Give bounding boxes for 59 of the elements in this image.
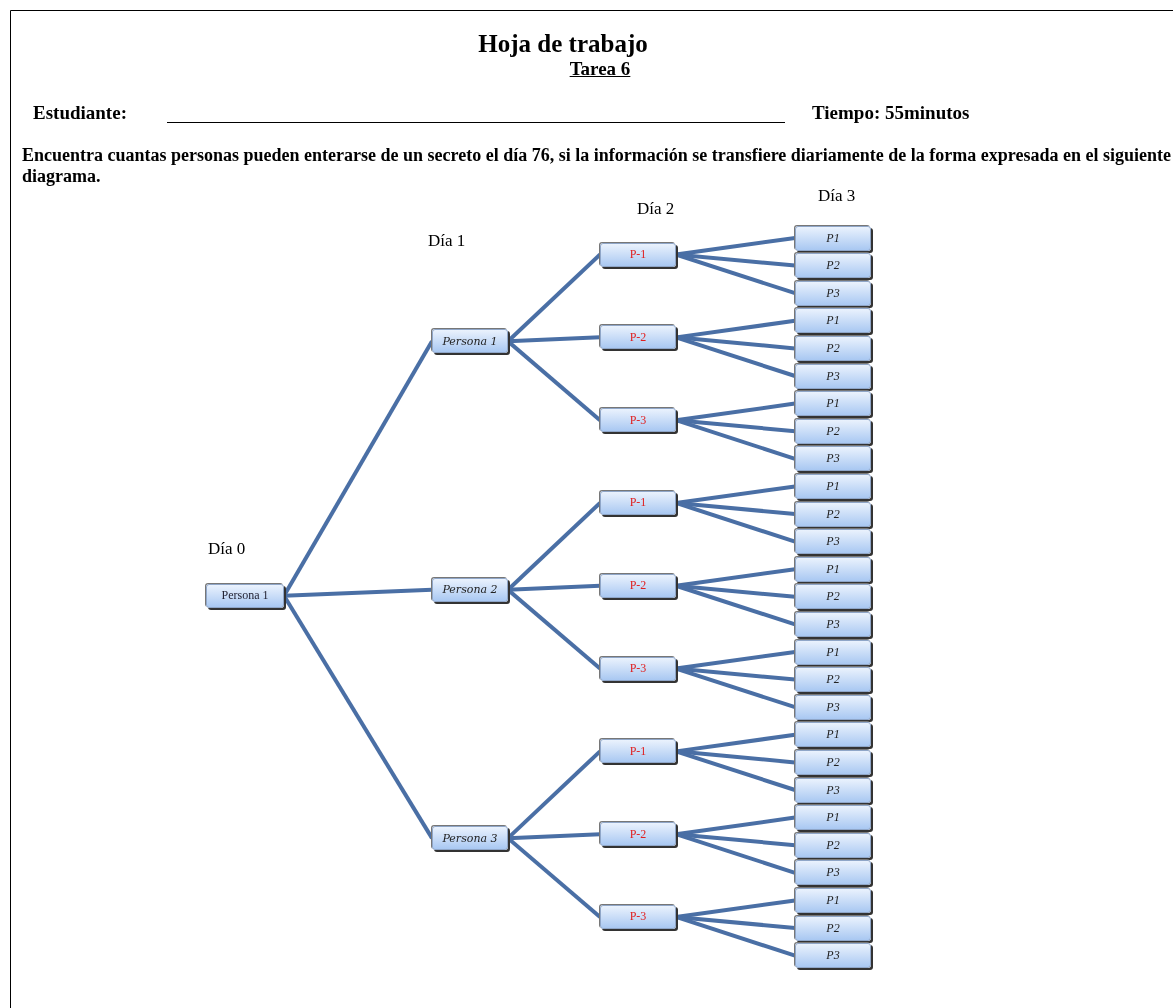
person-box: P1 [795, 805, 871, 831]
column-heading: Día 1 [428, 231, 466, 251]
connector-line [675, 418, 796, 434]
person-box: P1 [795, 887, 871, 913]
person-box: P1 [795, 556, 871, 582]
person-box: P3 [795, 943, 871, 969]
person-box: P2 [795, 501, 871, 527]
connector-line [675, 318, 796, 340]
person-box: P2 [795, 418, 871, 444]
person-box: P-2 [600, 822, 676, 847]
person-box: P-2 [600, 573, 676, 598]
connector-line [675, 567, 796, 588]
person-box: P3 [795, 777, 871, 803]
person-box: P-1 [600, 242, 676, 267]
column-heading: Día 3 [818, 186, 856, 206]
connector-line [675, 650, 796, 671]
person-box: P1 [795, 308, 871, 334]
person-box: P2 [795, 749, 871, 775]
connector-line [675, 500, 796, 516]
field-label: Tiempo: 55minutos [812, 102, 970, 124]
person-box: Persona 1 [206, 583, 284, 608]
person-box: P-1 [600, 490, 676, 515]
person-box: P1 [795, 722, 871, 748]
connector-line [675, 832, 796, 848]
person-box: P2 [795, 253, 871, 279]
person-box: P-3 [600, 904, 676, 929]
person-box: P-3 [600, 656, 676, 681]
person-box: Persona 1 [432, 329, 508, 354]
connector-line [675, 914, 796, 930]
title: Hoja de trabajo [477, 30, 649, 58]
person-box: P3 [795, 860, 871, 886]
person-box: P1 [795, 639, 871, 665]
column-heading: Día 2 [637, 199, 675, 219]
subtitle: Tarea 6 [568, 58, 632, 80]
person-box: P3 [795, 611, 871, 637]
person-box: P2 [795, 335, 871, 361]
person-box: P3 [795, 446, 871, 472]
field-label: Estudiante: [33, 102, 127, 124]
connector-line [675, 236, 796, 257]
person-box: P-3 [600, 408, 676, 433]
person-box: P2 [795, 584, 871, 610]
connector-line [675, 732, 796, 754]
person-box: P-2 [600, 325, 676, 350]
person-box: P3 [795, 529, 871, 555]
column-heading: Día 0 [208, 539, 246, 559]
person-box: Persona 2 [432, 577, 508, 602]
person-box: P2 [795, 915, 871, 941]
person-box: P3 [795, 363, 871, 389]
person-box: P3 [795, 280, 871, 306]
instruction-text: Encuentra cuantas personas pueden enterarse de un secreto el día 76, si la información se transfiere diariamente de la forma expresada en el siguiente diagrama. [22, 145, 1172, 187]
person-box: P3 [795, 694, 871, 720]
person-box: P2 [795, 667, 871, 693]
person-box: P-1 [600, 739, 676, 764]
person-box: P1 [795, 391, 871, 417]
connector-line [283, 587, 433, 598]
person-box: Persona 3 [432, 826, 508, 851]
person-box: P1 [795, 473, 871, 499]
person-box: P2 [795, 832, 871, 858]
person-box: P1 [795, 225, 871, 251]
